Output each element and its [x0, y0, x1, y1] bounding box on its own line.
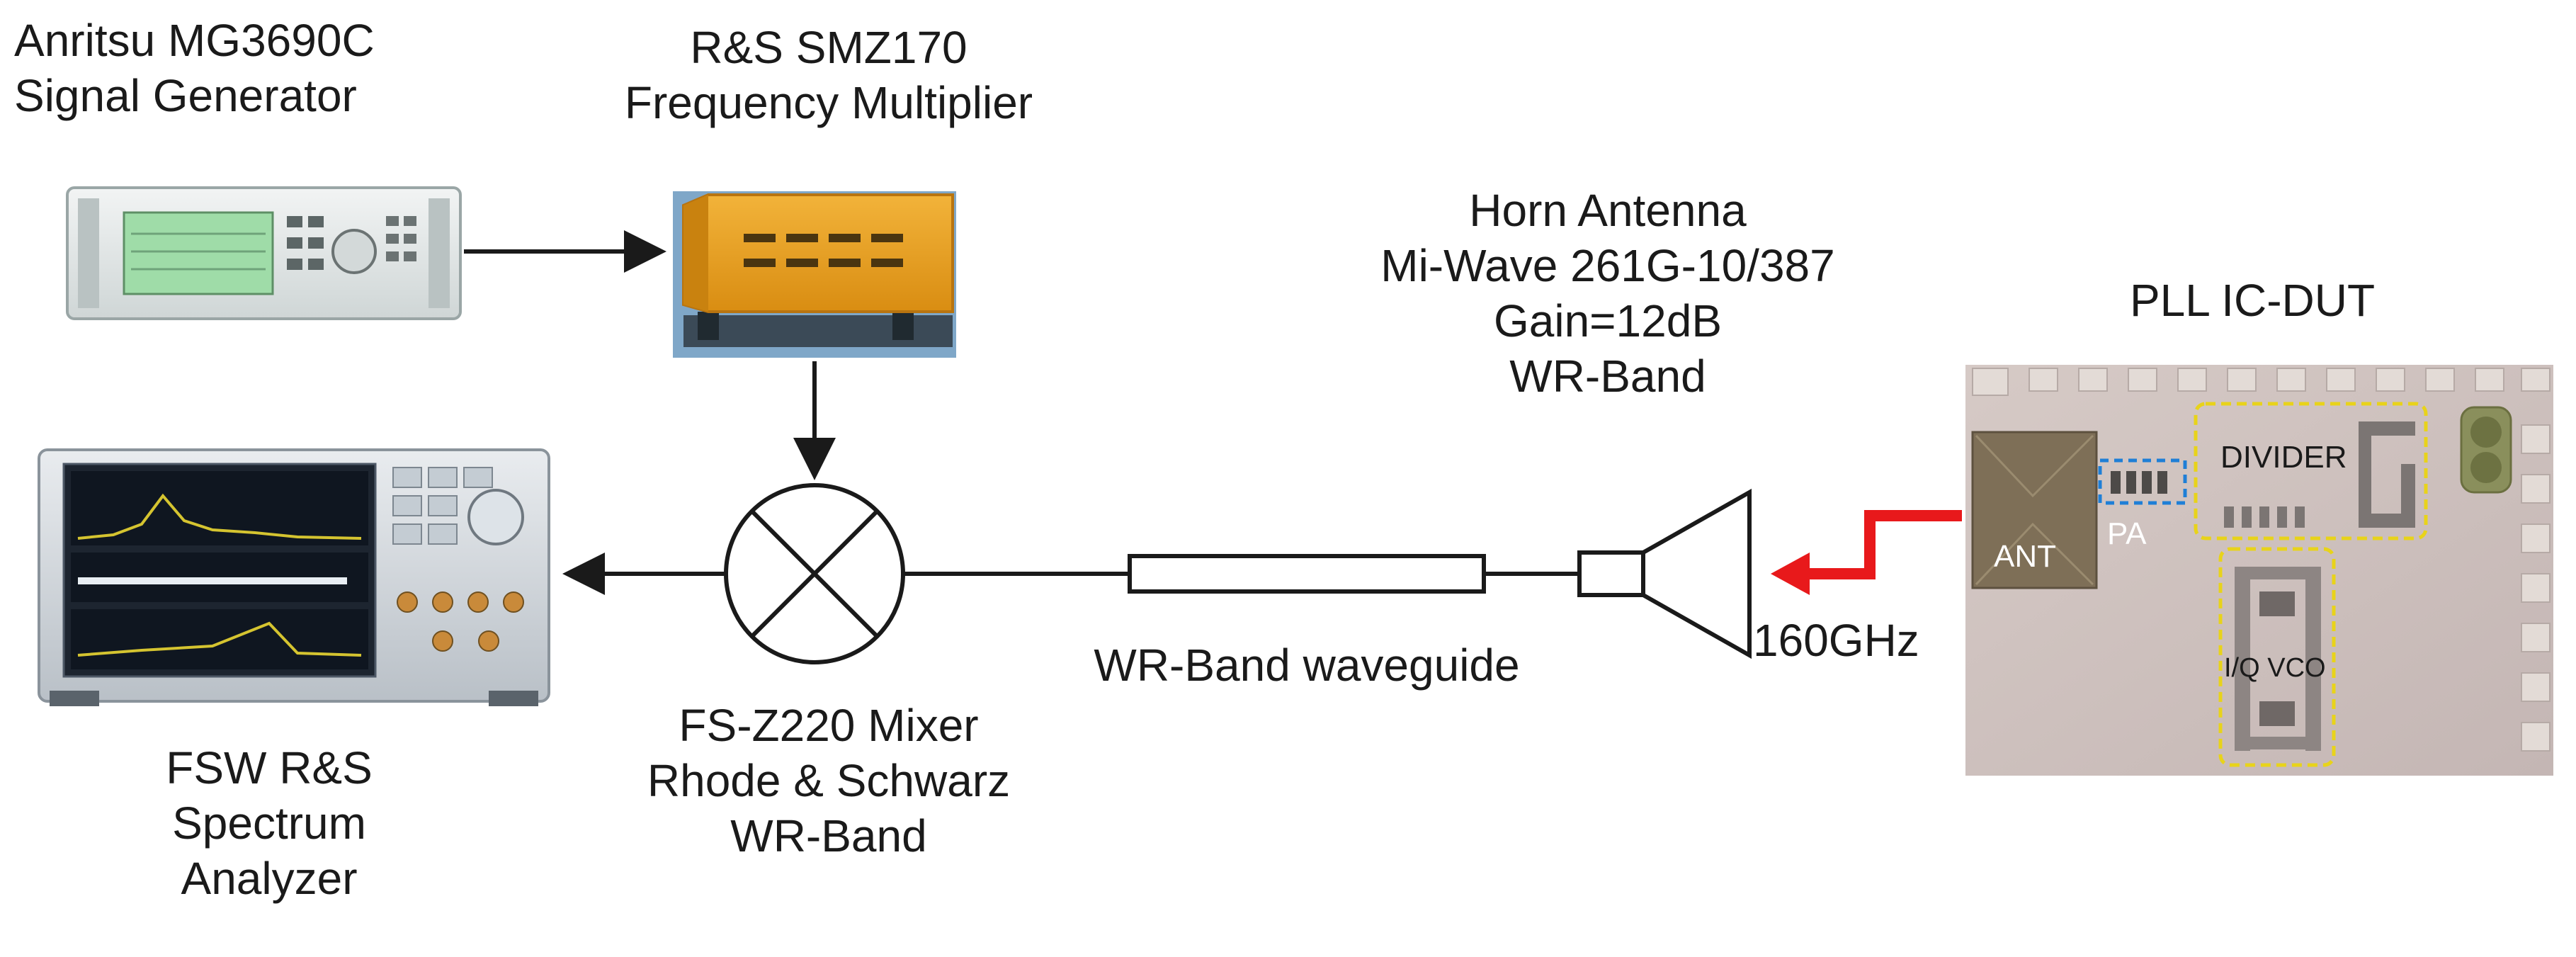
- horn-antenna-model: Mi-Wave 261G-10/387: [1380, 240, 1835, 291]
- signal-generator-device: [66, 186, 462, 320]
- horn-antenna-band: WR-Band: [1509, 351, 1706, 402]
- spectrum-analyzer-name: FSW R&S: [166, 742, 373, 793]
- spectrum-analyzer-label: FSW R&S Spectrum Analyzer: [113, 740, 425, 906]
- spectrum-analyzer-line2: Spectrum: [172, 798, 366, 849]
- frequency-label: 160GHz: [1753, 615, 1919, 666]
- signal-generator-label: Anritsu MG3690C Signal Generator: [14, 13, 375, 123]
- chip-label-divider: DIVIDER: [2220, 440, 2347, 475]
- signal-generator-name: Anritsu MG3690C: [14, 15, 375, 66]
- horn-antenna-symbol: [1577, 488, 1752, 659]
- waveguide-symbol: [1128, 554, 1486, 594]
- mixer-name: FS-Z220 Mixer: [679, 700, 979, 751]
- chip-label-vco: I/Q VCO: [2224, 653, 2326, 683]
- horn-antenna-label: Horn Antenna Mi-Wave 261G-10/387 Gain=12…: [1289, 183, 1927, 404]
- dut-title: PLL IC-DUT: [2129, 275, 2376, 326]
- chip-label-ant: ANT: [1994, 539, 2056, 574]
- spectrum-analyzer-device: [38, 448, 550, 706]
- bond-pads-right: [2521, 424, 2551, 752]
- multiplier-type: Frequency Multiplier: [624, 77, 1033, 128]
- pll-ic-die: ANT PA DIVIDER: [1965, 365, 2553, 776]
- waveguide-label: WR-Band waveguide: [1094, 640, 1520, 691]
- radiated-signal-arrow: [1771, 510, 1962, 595]
- horn-antenna-gain: Gain=12dB: [1493, 295, 1723, 346]
- spectrum-analyzer-line3: Analyzer: [181, 853, 358, 904]
- mixer-label: FS-Z220 Mixer Rhode & Schwarz WR-Band: [588, 698, 1069, 863]
- signal-generator-type: Signal Generator: [14, 70, 357, 121]
- frequency-multiplier-device: [673, 191, 956, 358]
- chip-label-pa: PA: [2107, 516, 2147, 551]
- horn-antenna-title: Horn Antenna: [1469, 185, 1747, 236]
- mixer-band: WR-Band: [730, 810, 927, 861]
- bond-pads-top: [1972, 368, 2551, 396]
- multiplier-label: R&S SMZ170 Frequency Multiplier: [560, 20, 1098, 130]
- mixer-symbol: [724, 483, 905, 664]
- multiplier-name: R&S SMZ170: [690, 22, 968, 73]
- mixer-vendor: Rhode & Schwarz: [647, 755, 1011, 806]
